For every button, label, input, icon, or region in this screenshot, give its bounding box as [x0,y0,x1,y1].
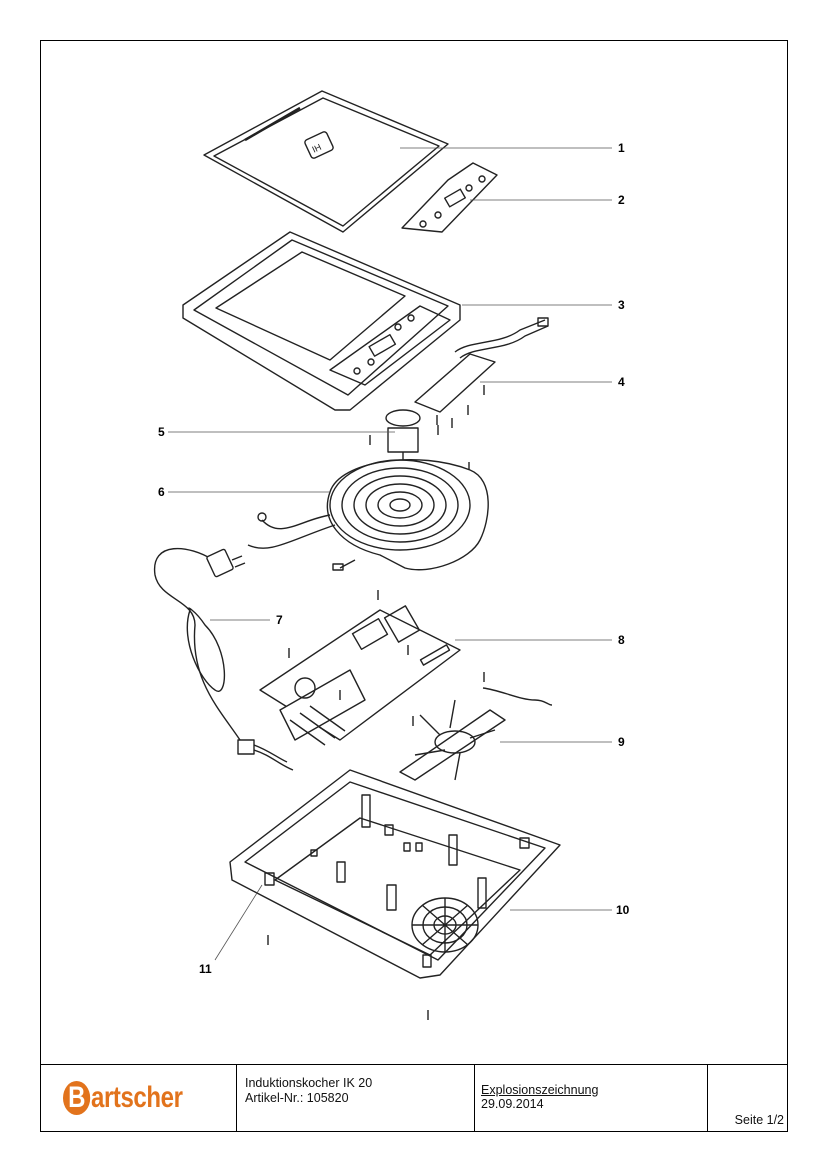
document-cell: Explosionszeichnung 29.09.2014 [475,1065,708,1131]
callout-4: 4 [618,375,625,389]
power-pcb [259,590,461,746]
logo-initial: B [63,1081,91,1115]
callout-2: 2 [618,193,625,207]
glass-top-plate: IH [203,90,449,233]
power-cord [154,547,294,771]
ih-badge: IH [310,142,322,155]
product-cell: Induktionskocher IK 20 Artikel-Nr.: 1058… [237,1065,475,1131]
induction-coil [247,459,489,571]
callout-5: 5 [158,425,165,439]
callout-1: 1 [618,141,625,155]
cooling-fan [399,672,553,781]
top-housing-frame [182,231,461,411]
callout-3: 3 [618,298,625,312]
page-number: Seite 1/2 [734,1113,784,1127]
callout-11: 11 [199,962,212,976]
callout-10: 10 [616,903,630,917]
control-panel-foil [401,162,498,233]
document-type: Explosionszeichnung [481,1083,599,1097]
logo-rest: artscher [91,1081,183,1114]
callout-7: 7 [276,613,283,627]
callout-9: 9 [618,735,625,749]
product-name: Induktionskocher IK 20 [245,1076,373,1090]
drawing-sheet [40,40,788,1132]
leader-lines [168,147,612,961]
callout-6: 6 [158,485,165,499]
article-number: Artikel-Nr.: 105820 [245,1091,349,1105]
page-cell: Seite 1/2 [708,1065,788,1131]
callout-8: 8 [618,633,625,647]
document-date: 29.09.2014 [481,1097,544,1111]
exploded-view-drawing: IH [154,90,630,1020]
control-pcb [414,317,549,428]
callout-labels: 1 2 3 4 5 6 7 8 9 10 11 [158,141,630,976]
base-housing [229,769,561,1020]
